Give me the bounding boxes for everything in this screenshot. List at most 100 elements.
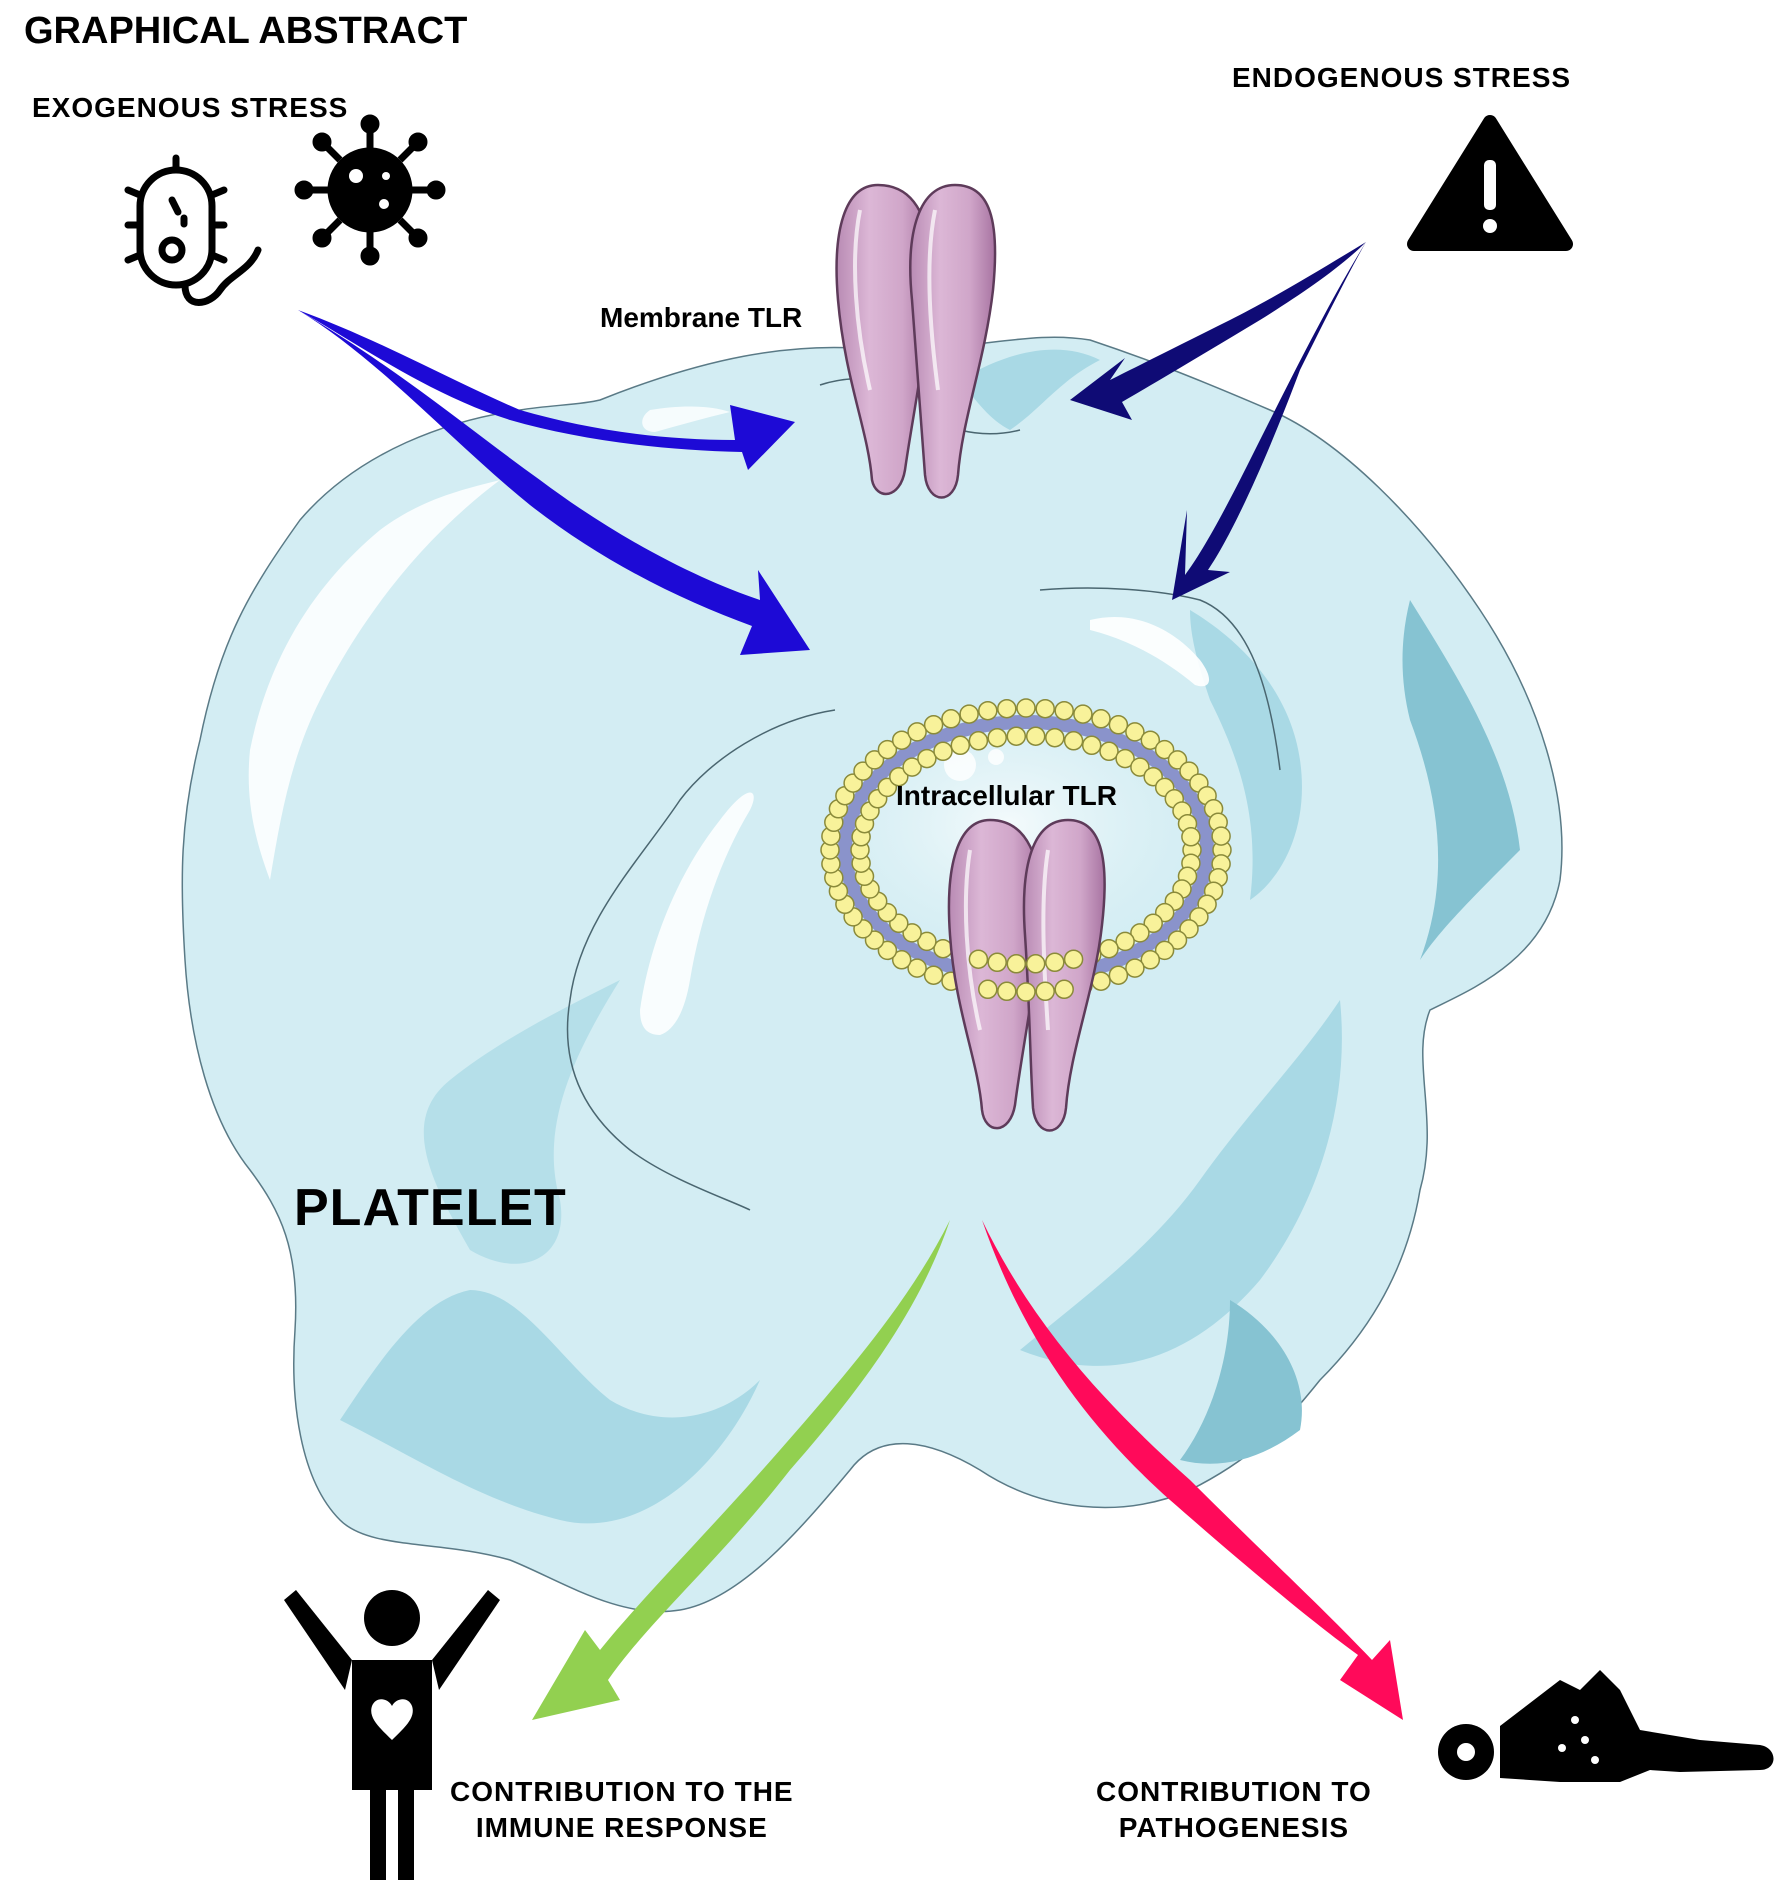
- lipid-head: [1099, 938, 1119, 959]
- lipid-head: [933, 741, 953, 762]
- lipid-head: [987, 727, 1007, 748]
- lipid-head: [889, 766, 909, 787]
- lipid-head: [1099, 741, 1119, 762]
- lipid-head: [1154, 940, 1175, 961]
- pathogenesis-outcome: CONTRIBUTION TO PATHOGENESIS: [1096, 1774, 1372, 1846]
- lipid-head: [1091, 709, 1111, 729]
- lipid-head: [997, 981, 1017, 1002]
- lipid-head: [877, 940, 898, 961]
- cell-highlight-3: [1090, 616, 1210, 687]
- cell-fold-1: [340, 1290, 760, 1524]
- lipid-head: [917, 748, 937, 769]
- lipid-head: [1108, 715, 1129, 735]
- platelet-label: PLATELET: [294, 1179, 567, 1237]
- lipid-head: [997, 698, 1017, 719]
- lipid-head: [864, 750, 885, 770]
- intracellular-tlr-label: Intracellular TLR: [896, 780, 1117, 811]
- lipid-bilayer: [820, 698, 1232, 996]
- lipid-head: [877, 739, 898, 760]
- endogenous-arrows: [1070, 242, 1366, 600]
- cell-fold-5: [1190, 610, 1302, 900]
- lipid-head: [950, 735, 971, 756]
- lipid-head: [1108, 965, 1129, 985]
- lipid-head: [959, 704, 979, 724]
- lipid-head: [923, 715, 944, 735]
- cell-fold-4: [1402, 600, 1520, 960]
- membrane-tlr: [835, 183, 997, 499]
- lipid-head: [987, 952, 1007, 973]
- exogenous-arrow-to-membrane: [298, 310, 795, 470]
- lipid-head: [1081, 735, 1102, 756]
- lipid-head: [1016, 698, 1036, 718]
- lipid-head: [978, 979, 998, 1000]
- lipid-head: [941, 709, 961, 729]
- lipid-head: [1063, 731, 1084, 751]
- exogenous-stress-label: EXOGENOUS STRESS: [32, 92, 349, 123]
- lipid-head: [1115, 931, 1135, 952]
- lipid-head: [978, 700, 998, 721]
- virus-icon: [294, 114, 446, 266]
- immune-outcome-line-2: IMMUNE RESPONSE: [475, 1812, 768, 1843]
- bacterium-icon: [124, 154, 262, 306]
- lipid-head: [1167, 930, 1188, 950]
- lipid-head: [1006, 954, 1027, 974]
- endogenous-arrow-to-membrane: [1070, 242, 1366, 420]
- lipid-head: [902, 923, 922, 943]
- lipid-head: [933, 938, 953, 959]
- lipid-head: [917, 931, 937, 952]
- lipid-head: [1045, 727, 1065, 748]
- lipid-head: [1154, 739, 1175, 760]
- lipid-head: [1125, 722, 1145, 742]
- graphical-abstract-title: GRAPHICAL ABSTRACT: [24, 10, 468, 52]
- cell-fold-7: [1180, 1300, 1302, 1464]
- pathogenesis-outcome-line-1: CONTRIBUTION TO: [1096, 1776, 1372, 1807]
- lipid-head: [1045, 952, 1065, 973]
- membrane-tlr-label: Membrane TLR: [600, 302, 803, 333]
- lipid-head: [902, 757, 922, 777]
- lipid-head: [968, 731, 989, 751]
- exogenous-arrows: [298, 310, 810, 655]
- lipid-head: [1063, 949, 1084, 969]
- healthy-person-icon: [284, 1590, 500, 1880]
- lipid-head: [1054, 700, 1074, 721]
- cell-highlight-4: [642, 406, 730, 432]
- lipid-head: [1181, 827, 1201, 847]
- lipid-head: [923, 965, 944, 985]
- outcome-arrows: [532, 1220, 1403, 1720]
- lipid-head: [907, 958, 927, 978]
- lying-person-icon: [1438, 1670, 1774, 1782]
- lipid-head: [1211, 826, 1231, 846]
- cell-highlight-1: [248, 480, 500, 880]
- platelet-cell: [181, 336, 1563, 1613]
- immune-outcome-line-1: CONTRIBUTION TO THE: [450, 1776, 794, 1807]
- cell-contour-2: [1039, 587, 1281, 771]
- lipid-head: [1006, 726, 1027, 746]
- cell-contour-1: [566, 709, 836, 1211]
- lipid-head: [1054, 979, 1074, 1000]
- lipid-head: [968, 949, 989, 969]
- lipid-head: [1016, 982, 1036, 1002]
- warning-icon: [1407, 115, 1573, 251]
- endogenous-stress-label: ENDOGENOUS STRESS: [1232, 62, 1572, 93]
- lipid-head: [907, 722, 927, 742]
- lipid-head: [1125, 958, 1145, 978]
- lipid-head: [1130, 757, 1150, 777]
- lipid-head: [1073, 704, 1093, 724]
- pathogenesis-arrow: [982, 1220, 1403, 1720]
- lipid-head: [1115, 748, 1135, 769]
- lipid-head: [1130, 923, 1150, 943]
- immune-response-arrow: [532, 1220, 950, 1720]
- lipid-head: [1143, 913, 1163, 934]
- lipid-head: [1025, 954, 1046, 974]
- lipid-head: [891, 730, 912, 750]
- cell-highlight-2: [640, 792, 754, 1035]
- cell-fold-2: [423, 980, 620, 1264]
- cell-fold-6: [960, 349, 1100, 430]
- lipid-head: [1140, 730, 1161, 750]
- lipid-bilayer-front: [968, 949, 1084, 1002]
- cell-fold-3: [1020, 1000, 1342, 1366]
- endogenous-arrow-to-cytoplasm: [1172, 242, 1366, 600]
- lipid-head: [891, 950, 912, 970]
- immune-response-outcome: CONTRIBUTION TO THE IMMUNE RESPONSE: [450, 1774, 794, 1846]
